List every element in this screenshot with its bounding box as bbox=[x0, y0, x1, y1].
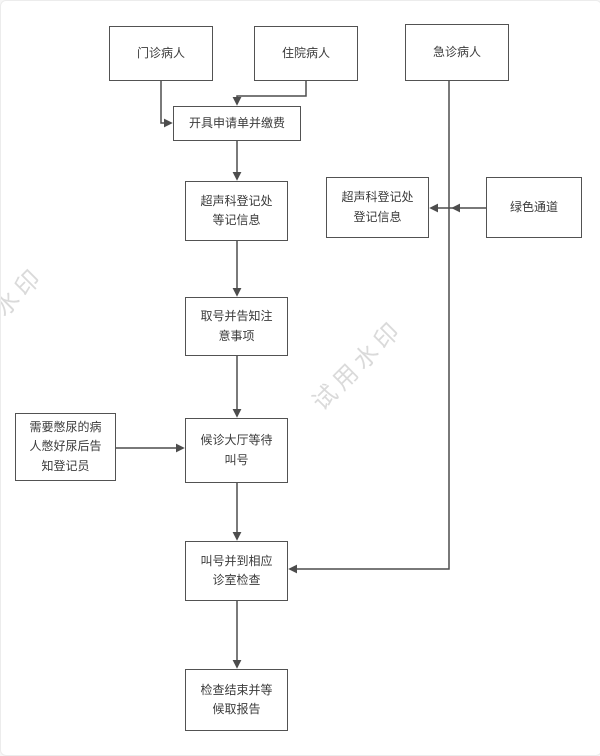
node-registration-main: 超声科登记处 等记信息 bbox=[185, 181, 288, 241]
arrow-inpatient-to-issue bbox=[232, 81, 307, 106]
node-issue-pay: 开具申请单并缴费 bbox=[173, 106, 301, 141]
arrow-outpatient-to-issue bbox=[160, 81, 173, 128]
node-inpatient: 住院病人 bbox=[254, 26, 358, 81]
node-green-channel: 绿色通道 bbox=[486, 177, 582, 238]
node-registration-emergency: 超声科登记处 登记信息 bbox=[326, 177, 429, 238]
node-waiting-hall: 候诊大厅等待 叫号 bbox=[185, 418, 288, 483]
node-emergency: 急诊病人 bbox=[405, 24, 509, 81]
node-finish-report: 检查结束并等 候取报告 bbox=[185, 669, 288, 731]
node-outpatient: 门诊病人 bbox=[109, 26, 213, 81]
node-call-exam: 叫号并到相应 诊室检查 bbox=[185, 541, 288, 601]
node-hold-urine-note: 需要憋尿的病 人憋好尿后告 知登记员 bbox=[15, 413, 116, 481]
node-take-number: 取号并告知注 意事项 bbox=[185, 297, 288, 356]
arrow-emergency-to-call bbox=[288, 81, 450, 574]
